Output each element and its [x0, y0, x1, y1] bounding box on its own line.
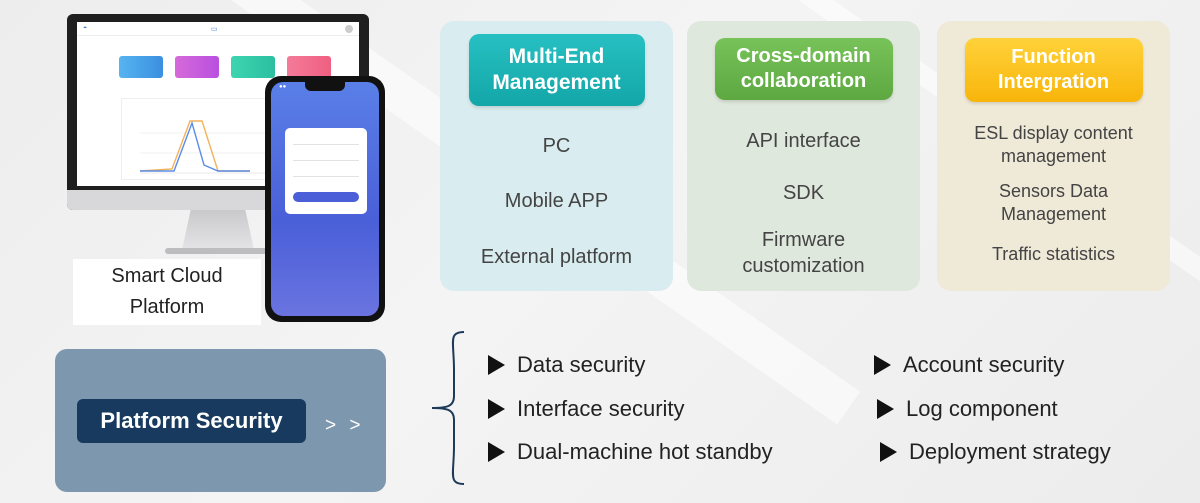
- item-api-interface: API interface: [746, 130, 861, 152]
- triangle-bullet-icon: [880, 442, 897, 462]
- phone-screen: ●●: [271, 82, 379, 316]
- stat-card: [231, 56, 275, 78]
- panel-multi-end-management: Multi-End Management PC Mobile APP Exter…: [440, 21, 673, 291]
- security-item-deployment: Deployment strategy: [880, 439, 1111, 465]
- item-pc: PC: [542, 135, 571, 157]
- security-item-data: Data security: [488, 352, 645, 378]
- monitor-stand: [182, 210, 254, 250]
- triangle-bullet-icon: [874, 355, 891, 375]
- phone-clock-icon: ●●: [279, 84, 287, 90]
- triangle-bullet-icon: [488, 355, 505, 375]
- security-item-interface: Interface security: [488, 396, 685, 422]
- stat-card: [287, 56, 331, 78]
- screen-stat-cards: [119, 56, 331, 84]
- item-esl-display: ESL display content management: [974, 123, 1133, 166]
- panel-function-integration: Function Intergration ESL display conten…: [937, 21, 1170, 291]
- panel-cross-domain-collaboration: Cross-domain collaboration API interface…: [687, 21, 920, 291]
- platform-label-line2: Platform: [129, 296, 205, 318]
- platform-security-button[interactable]: Platform Security: [77, 399, 306, 443]
- screen-line-chart: [121, 98, 271, 180]
- screen-tab-icon: ▭: [211, 26, 218, 33]
- item-firmware-customization: Firmware customization: [742, 229, 865, 277]
- phone-login-card: [285, 128, 367, 214]
- platform-label-line1: Smart Cloud: [111, 265, 223, 287]
- login-field-line: [293, 168, 359, 177]
- screen-chart-svg: [139, 120, 266, 174]
- screen-header: ◓ ▭: [77, 22, 359, 36]
- screen-logo: ◓: [83, 25, 88, 32]
- security-arrows: > >: [325, 415, 365, 436]
- security-item-label: Dual-machine hot standby: [517, 439, 773, 464]
- security-item-label: Data security: [517, 352, 646, 377]
- login-button-shape: [293, 192, 359, 202]
- security-item-account: Account security: [874, 352, 1064, 378]
- stat-card: [175, 56, 219, 78]
- security-item-label: Account security: [903, 352, 1065, 377]
- login-field-line: [293, 152, 359, 161]
- security-item-log: Log component: [877, 396, 1058, 422]
- login-field-line: [293, 136, 359, 145]
- item-external-platform: External platform: [480, 246, 633, 268]
- triangle-bullet-icon: [488, 399, 505, 419]
- badge-cross-domain-collaboration: Cross-domain collaboration: [714, 38, 893, 100]
- item-traffic-statistics: Traffic statistics: [991, 244, 1116, 264]
- curly-brace-icon: [431, 331, 465, 485]
- item-mobile-app: Mobile APP: [504, 190, 609, 212]
- phone-notch: [305, 82, 345, 91]
- item-sdk: SDK: [782, 182, 825, 204]
- triangle-bullet-icon: [488, 442, 505, 462]
- platform-security-box: Platform Security > >: [55, 349, 386, 492]
- security-item-label: Deployment strategy: [909, 439, 1111, 464]
- screen-avatar-icon: [345, 25, 353, 33]
- triangle-bullet-icon: [877, 399, 894, 419]
- item-sensors-data: Sensors Data Management: [998, 181, 1109, 224]
- security-item-standby: Dual-machine hot standby: [488, 439, 773, 465]
- monitor-base: [165, 248, 271, 254]
- security-item-label: Log component: [906, 396, 1058, 421]
- stat-card: [119, 56, 163, 78]
- badge-function-integration: Function Intergration: [964, 38, 1143, 102]
- badge-multi-end-management: Multi-End Management: [468, 34, 645, 106]
- phone-illustration: ●●: [265, 76, 385, 322]
- security-item-label: Interface security: [517, 396, 685, 421]
- smart-cloud-platform-label: Smart Cloud Platform: [73, 259, 261, 325]
